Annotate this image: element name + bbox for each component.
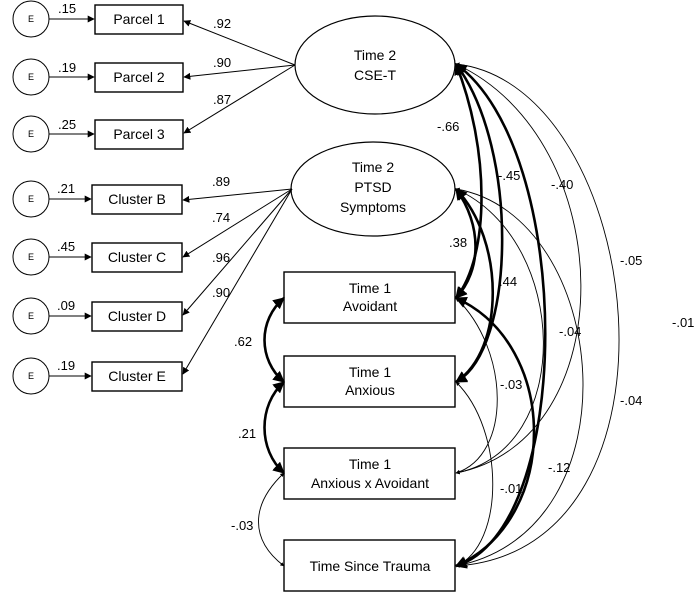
loading-arrow-parcel2 — [183, 64, 296, 80]
coef-anxious-time: -.01 — [500, 481, 522, 496]
svg-text:Time 1: Time 1 — [349, 456, 391, 472]
coef-ptsd-avoidant: .38 — [449, 235, 467, 250]
path-avoidant-interaction — [455, 297, 498, 474]
loading-parcel2: .90 — [213, 55, 231, 70]
loading-cluster-c: .74 — [212, 210, 230, 225]
box-cluster-d: Cluster D — [91, 301, 183, 332]
path-avoidant-anxious — [263, 297, 285, 383]
svg-text:E: E — [28, 129, 34, 139]
path-anxious-time — [455, 381, 494, 567]
loading-cluster-e: .90 — [212, 285, 230, 300]
coef-ptsd-time: -.04 — [620, 393, 642, 408]
coef-cse-avoidant: -.66 — [437, 119, 459, 134]
svg-text:E: E — [28, 72, 34, 82]
svg-text:Avoidant: Avoidant — [343, 298, 397, 314]
error-cd: E — [12, 297, 50, 335]
svg-text:Time 1: Time 1 — [349, 364, 391, 380]
path-cse-avoidant — [454, 62, 483, 299]
error-value-p2: .19 — [58, 60, 76, 75]
coef-cse-anxious: -.45 — [498, 168, 520, 183]
loading-arrow-cluster-b — [182, 188, 293, 203]
svg-text:E: E — [28, 371, 34, 381]
box-time1-avoidant: Time 1 Avoidant — [283, 271, 456, 324]
svg-text:Time Since Trauma: Time Since Trauma — [310, 558, 431, 574]
path-interaction-time — [258, 472, 285, 567]
loading-cluster-d: .96 — [212, 250, 230, 265]
path-cse-time-outer — [455, 62, 620, 568]
box-cluster-b: Cluster B — [91, 184, 183, 215]
svg-text:PTSD: PTSD — [354, 179, 391, 195]
loading-arrow-cluster-e — [182, 188, 293, 375]
error-ce: E — [12, 357, 50, 395]
path-cse-interaction — [455, 63, 582, 475]
loading-arrow-cluster-d — [182, 188, 293, 316]
error-value-p1: .15 — [58, 1, 76, 16]
box-time1-interaction: Time 1 Anxious x Avoidant — [283, 447, 456, 500]
box-time-since-trauma: Time Since Trauma — [283, 539, 456, 592]
box-cluster-c: Cluster C — [91, 242, 183, 273]
svg-text:Time 2: Time 2 — [352, 159, 394, 175]
error-cc: E — [12, 238, 50, 276]
svg-text:E: E — [28, 14, 34, 24]
coef-avoidant-time: -.12 — [548, 460, 570, 475]
box-parcel1: Parcel 1 — [94, 4, 184, 35]
path-ptsd-anxious — [455, 188, 495, 384]
coef-interaction-time: -.03 — [231, 518, 253, 533]
coef-avoidant-anxious: .62 — [234, 334, 252, 349]
coef-ptsd-anxious: .44 — [499, 274, 517, 289]
error-value-cb: .21 — [57, 181, 75, 196]
svg-text:E: E — [28, 194, 34, 204]
loading-arrow-cluster-c — [182, 188, 293, 258]
svg-text:Symptoms: Symptoms — [340, 199, 406, 215]
error-p3: E — [12, 115, 50, 153]
loading-arrow-parcel1 — [183, 20, 296, 66]
coef-cse-time: -.40 — [551, 177, 573, 192]
svg-text:Parcel 3: Parcel 3 — [113, 126, 165, 142]
coef-avoidant-interaction: -.03 — [500, 377, 522, 392]
svg-text:Time 2: Time 2 — [354, 47, 396, 63]
svg-text:E: E — [28, 311, 34, 321]
loading-arrow-parcel3 — [183, 64, 296, 134]
box-cluster-e: Cluster E — [91, 361, 183, 392]
svg-text:Anxious x Avoidant: Anxious x Avoidant — [311, 475, 429, 491]
svg-text:Time 1: Time 1 — [349, 280, 391, 296]
coef-anxious-interaction: .21 — [238, 426, 256, 441]
error-value-cd: .09 — [57, 298, 75, 313]
box-parcel3: Parcel 3 — [94, 119, 184, 150]
error-value-p3: .25 — [58, 117, 76, 132]
path-ptsd-interaction — [455, 188, 544, 475]
svg-text:E: E — [28, 252, 34, 262]
error-p2: E — [12, 58, 50, 96]
svg-text:Cluster C: Cluster C — [108, 249, 166, 265]
error-value-ce: .19 — [57, 358, 75, 373]
latent-cse-t: Time 2 CSE-T — [294, 15, 456, 115]
coef-ptsd-interaction: -.04 — [559, 324, 581, 339]
box-time1-anxious: Time 1 Anxious — [283, 355, 456, 408]
svg-text:Parcel 1: Parcel 1 — [113, 11, 165, 27]
svg-text:Cluster D: Cluster D — [108, 308, 166, 324]
coef-cse-time-outer: -.01 — [672, 315, 694, 330]
loading-cluster-b: .89 — [212, 174, 230, 189]
svg-text:Anxious: Anxious — [345, 382, 395, 398]
loading-parcel3: .87 — [213, 92, 231, 107]
box-parcel2: Parcel 2 — [94, 62, 184, 93]
error-cb: E — [12, 180, 50, 218]
latent-ptsd-symptoms: Time 2 PTSD Symptoms — [290, 141, 456, 237]
path-anxious-interaction — [263, 381, 285, 474]
loading-parcel1: .92 — [213, 16, 231, 31]
coef-cse-interaction: -.05 — [620, 253, 642, 268]
error-value-cc: .45 — [57, 239, 75, 254]
svg-text:Cluster B: Cluster B — [108, 191, 166, 207]
svg-text:Cluster E: Cluster E — [108, 368, 166, 384]
svg-text:CSE-T: CSE-T — [354, 67, 396, 83]
error-p1: E — [12, 0, 50, 38]
path-avoidant-time — [454, 296, 536, 568]
svg-text:Parcel 2: Parcel 2 — [113, 69, 165, 85]
